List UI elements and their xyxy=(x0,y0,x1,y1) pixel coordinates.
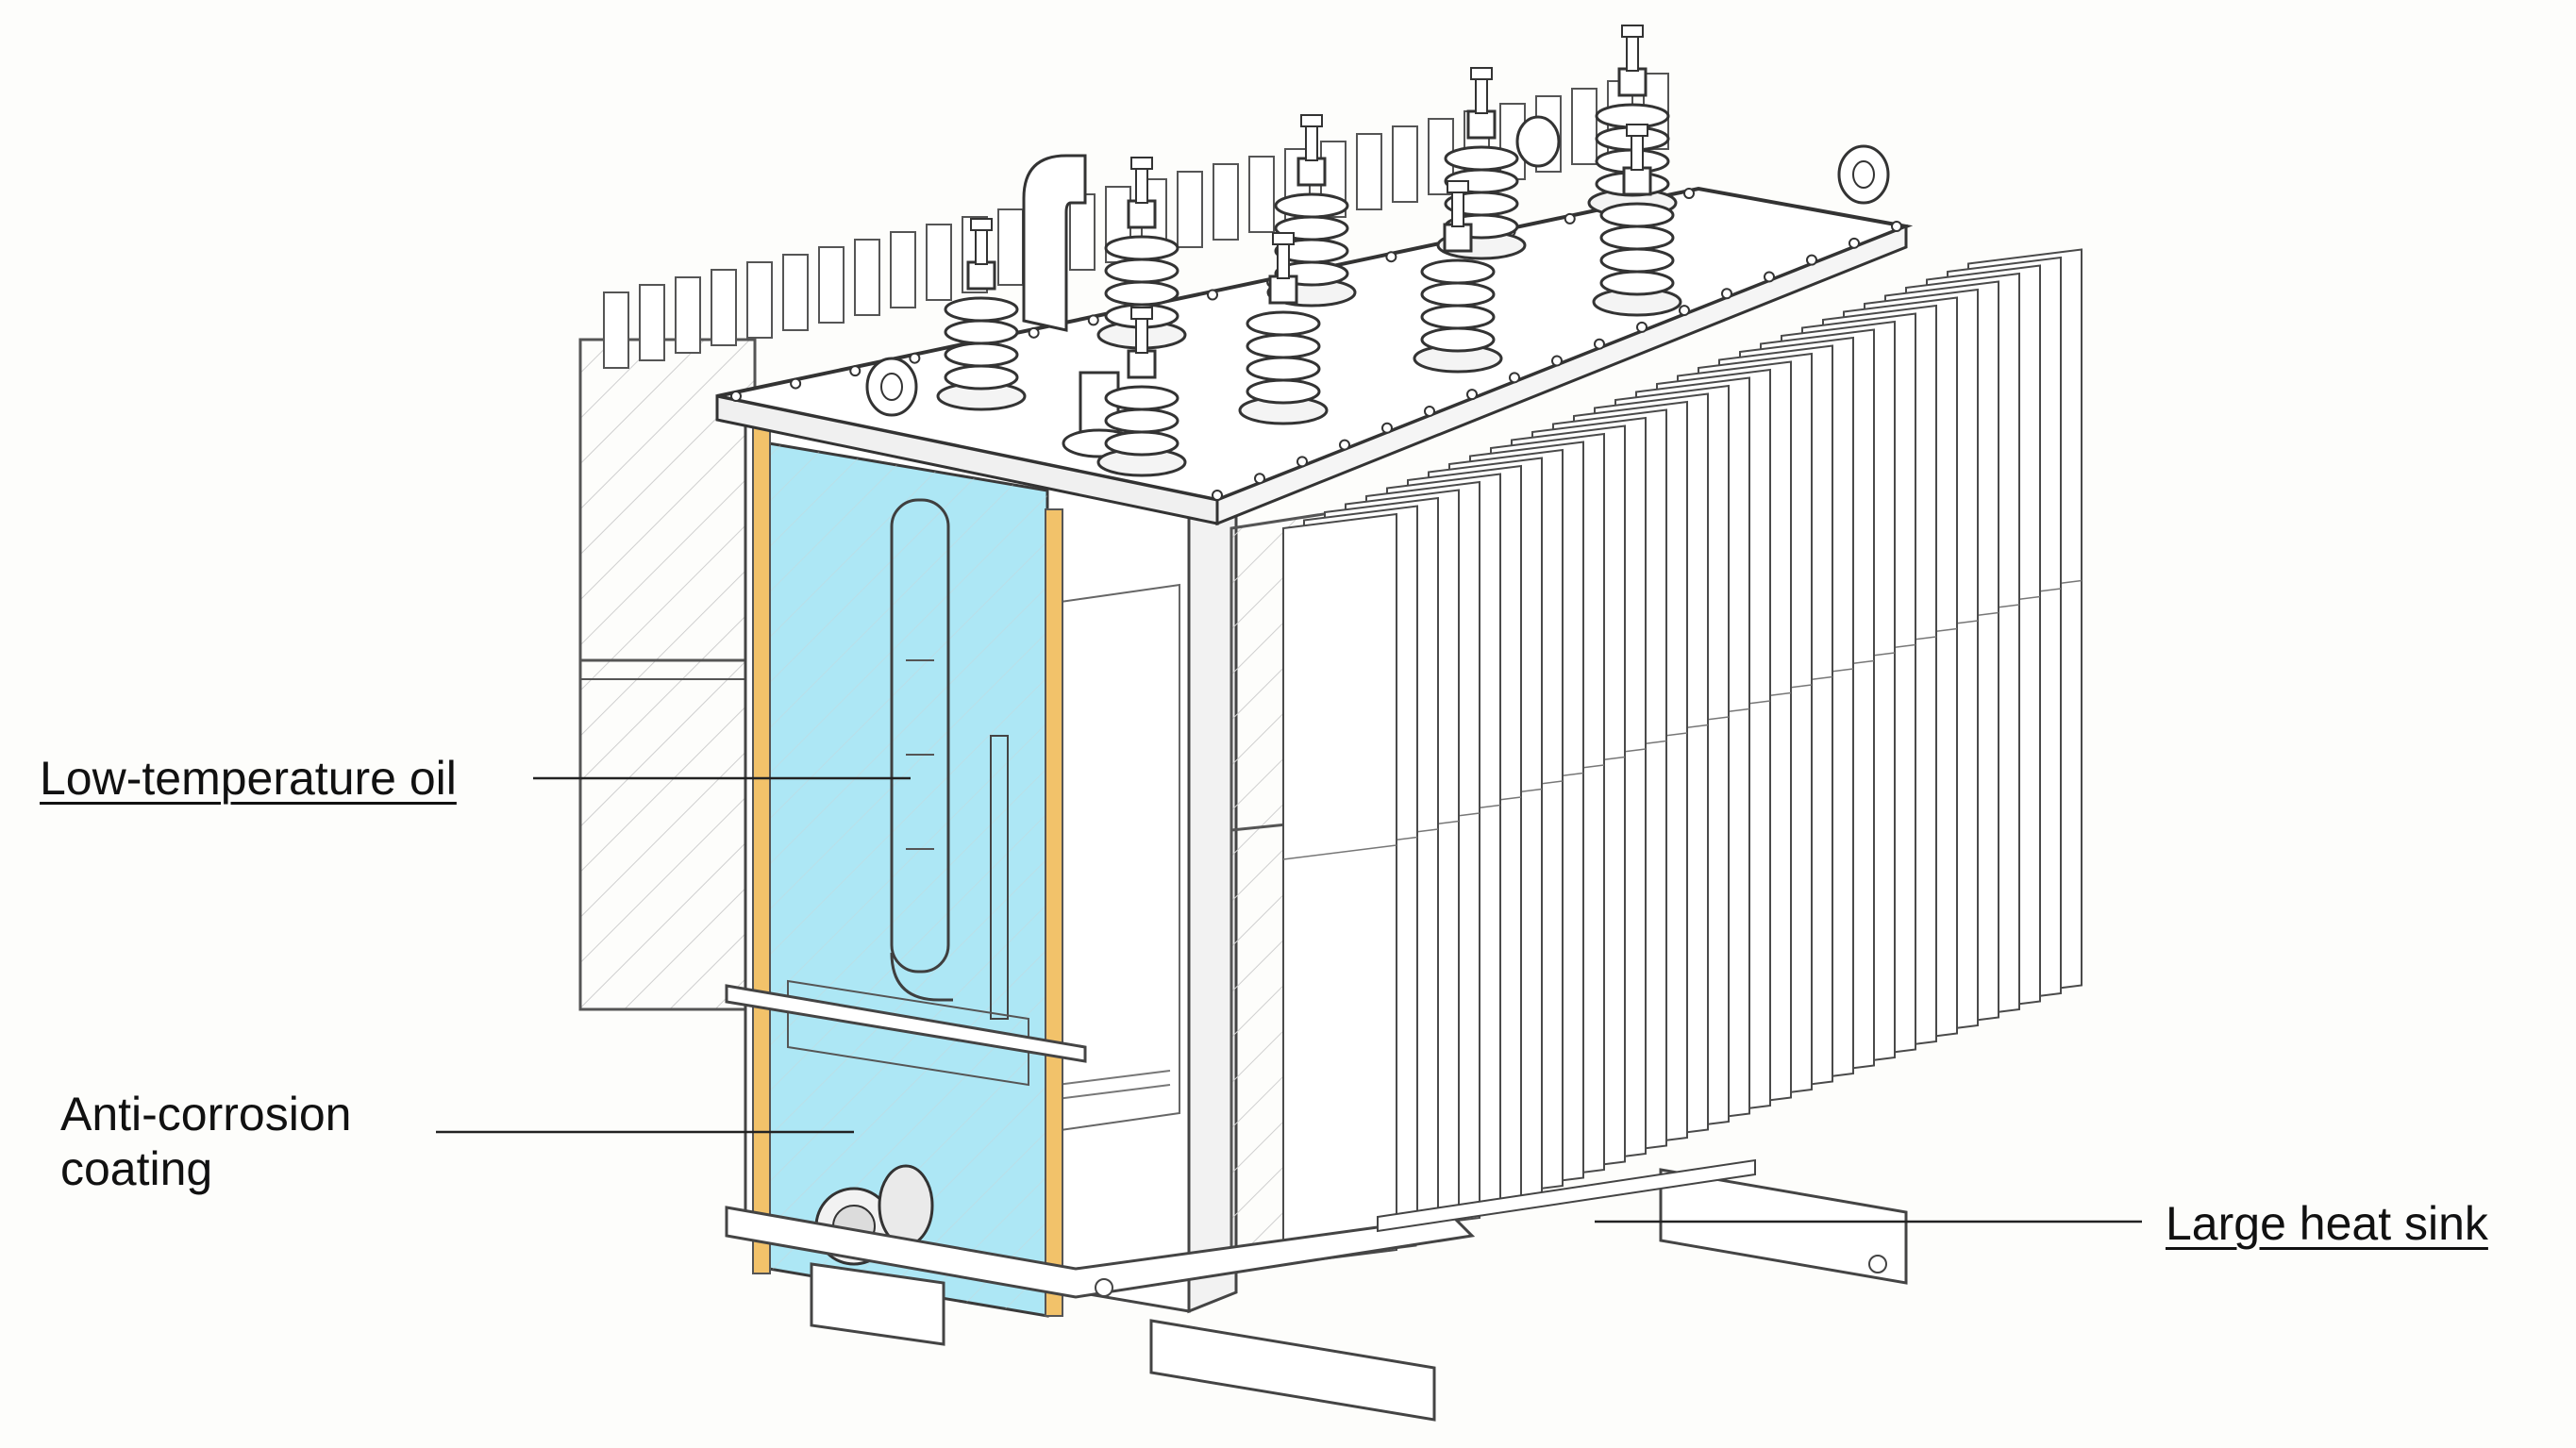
bushing xyxy=(936,218,1027,411)
bushing xyxy=(1413,180,1503,374)
label-anti-corrosion-line1: Anti-corrosion xyxy=(60,1088,352,1140)
leader-lines xyxy=(436,776,2142,1223)
heat-sink-fins xyxy=(1282,248,2083,1266)
bushing xyxy=(1238,232,1329,425)
oil-cutaway xyxy=(725,424,1087,1318)
left-radiator-panel xyxy=(578,338,757,1011)
bushings xyxy=(936,25,1682,477)
label-large-heat-sink: Large heat sink xyxy=(2166,1197,2488,1250)
label-low-temperature-oil: Low-temperature oil xyxy=(40,752,457,805)
bushing xyxy=(1592,124,1682,317)
label-anti-corrosion-line2: coating xyxy=(60,1142,213,1195)
bushing xyxy=(1096,307,1187,477)
base-frame xyxy=(725,1158,1908,1422)
